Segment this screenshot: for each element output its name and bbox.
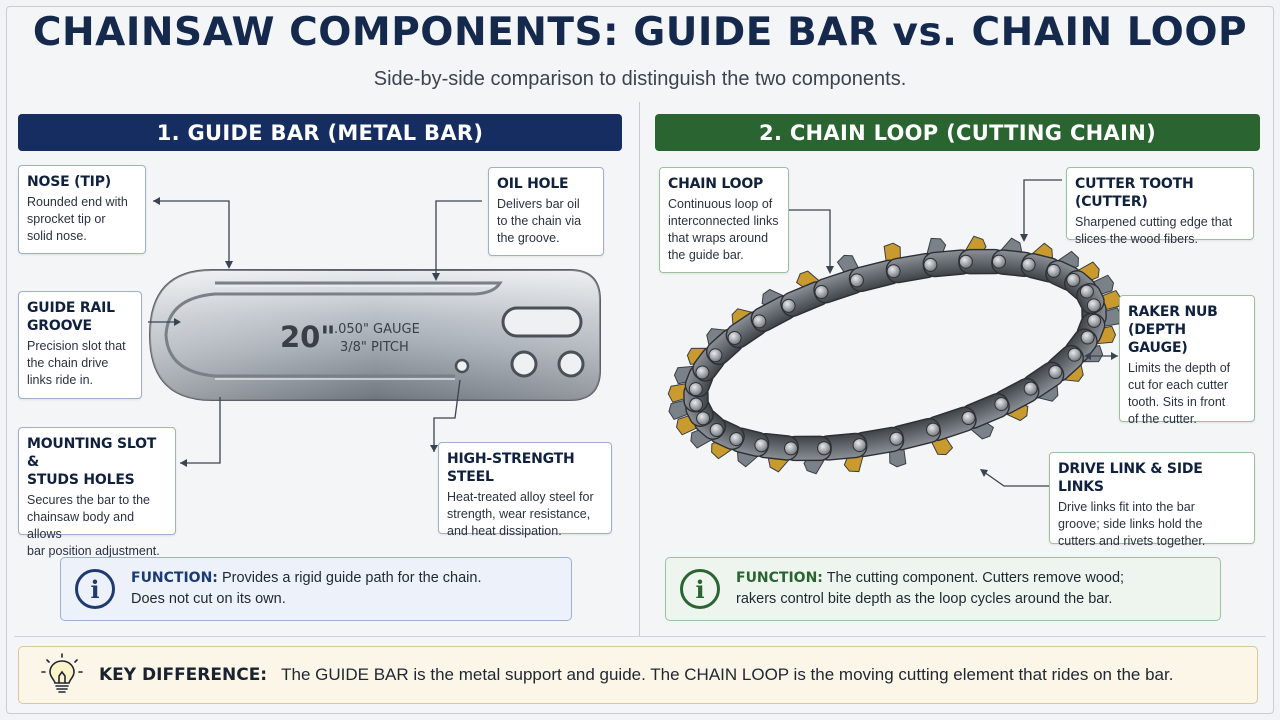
- chain-rivet: [961, 411, 976, 425]
- key-difference-label: KEY DIFFERENCE:: [99, 665, 268, 685]
- callout-nose: NOSE (TIP) Rounded end with sprocket tip…: [18, 165, 146, 254]
- chain-rivet: [1046, 263, 1061, 278]
- chain-rivet: [1086, 298, 1101, 313]
- chain-rivet: [994, 397, 1009, 412]
- callout-oil-hole: OIL HOLE Delivers bar oil to the chain v…: [488, 167, 604, 256]
- function-label: FUNCTION:: [131, 570, 218, 586]
- callout-high-strength-steel: HIGH-STRENGTH STEEL Heat-treated alloy s…: [438, 442, 612, 538]
- key-difference-box: KEY DIFFERENCE: The GUIDE BAR is the met…: [18, 646, 1258, 704]
- chain-rivet: [781, 298, 796, 313]
- callout-cutter-tooth: CUTTER TOOTH (CUTTER) Sharpened cutting …: [1066, 167, 1254, 246]
- callout-mounting-slot: MOUNTING SLOT & STUDS HOLES Secures the …: [18, 427, 176, 558]
- bar-pitch-marking: 3/8" PITCH: [340, 340, 409, 355]
- chain-rivet: [729, 432, 744, 447]
- chain-rivet: [958, 254, 973, 269]
- chain-rivet: [689, 397, 704, 412]
- bar-size-marking: 20": [280, 320, 335, 354]
- chain-rivet: [852, 438, 867, 453]
- guide-rail-groove: [164, 281, 503, 378]
- chain-rivet: [752, 314, 767, 329]
- stud-hole: [557, 350, 585, 378]
- stud-hole: [510, 350, 538, 378]
- chain-rivet: [688, 382, 703, 397]
- chain-rivet: [926, 422, 941, 437]
- chain-rivet: [1087, 313, 1102, 328]
- page-subtitle: Side-by-side comparison to distinguish t…: [373, 68, 907, 90]
- key-difference-text: The GUIDE BAR is the metal support and g…: [281, 665, 1174, 684]
- chain-rivet: [708, 348, 723, 363]
- chain-rivet: [1079, 284, 1094, 299]
- chain-rivet: [784, 441, 798, 456]
- chain-loop-illustration: [667, 179, 1123, 487]
- chain-rivet: [849, 273, 864, 288]
- callout-raker-nub: RAKER NUB (DEPTH GAUGE) Limits the depth…: [1119, 295, 1255, 426]
- chain-rivet: [1067, 347, 1082, 362]
- guide-bar-header: 1. GUIDE BAR (METAL BAR): [18, 114, 622, 151]
- footer-divider: [14, 636, 1266, 637]
- chain-rivet: [992, 254, 1006, 269]
- chain-rivet: [889, 431, 904, 446]
- callout-drive-link: DRIVE LINK & SIDE LINKS Drive links fit …: [1049, 452, 1255, 548]
- page-title: CHAINSAW COMPONENTS: GUIDE BAR vs. CHAIN…: [32, 10, 1248, 55]
- guide-bar-illustration: 20" .050" GAUGE 3/8" PITCH: [148, 197, 601, 467]
- bar-gauge-marking: .050" GAUGE: [334, 322, 420, 337]
- chain-rivet: [1021, 257, 1036, 272]
- info-icon: i: [680, 569, 720, 609]
- lightbulb-icon: [41, 653, 83, 693]
- chain-rivet: [923, 257, 938, 272]
- chain-rivet: [1048, 365, 1063, 379]
- chain-rivet: [814, 285, 829, 299]
- chain-rivet: [695, 365, 710, 380]
- chain-rivet: [754, 438, 769, 453]
- info-icon: i: [75, 569, 115, 609]
- chain-rivet: [886, 264, 901, 279]
- chain-rivet: [727, 331, 742, 345]
- chain-rivet: [817, 441, 832, 456]
- mounting-slot: [501, 306, 583, 338]
- function-label: FUNCTION:: [736, 570, 823, 586]
- chain-loop-function-box: i FUNCTION: The cutting component. Cutte…: [665, 557, 1221, 621]
- chain-rivet: [1023, 381, 1038, 396]
- panel-divider: [639, 102, 640, 637]
- callout-chain-loop: CHAIN LOOP Continuous loop of interconne…: [659, 167, 789, 273]
- chain-loop-header: 2. CHAIN LOOP (CUTTING CHAIN): [655, 114, 1260, 151]
- chain-rivet: [1066, 273, 1081, 287]
- chain-rivet: [1080, 330, 1095, 345]
- chain-rivet: [696, 411, 711, 426]
- callout-guide-rail: GUIDE RAIL GROOVE Precision slot that th…: [18, 291, 142, 399]
- oil-hole: [454, 358, 470, 374]
- chain-rivet: [709, 423, 724, 437]
- guide-bar-function-box: i FUNCTION: Provides a rigid guide path …: [60, 557, 572, 621]
